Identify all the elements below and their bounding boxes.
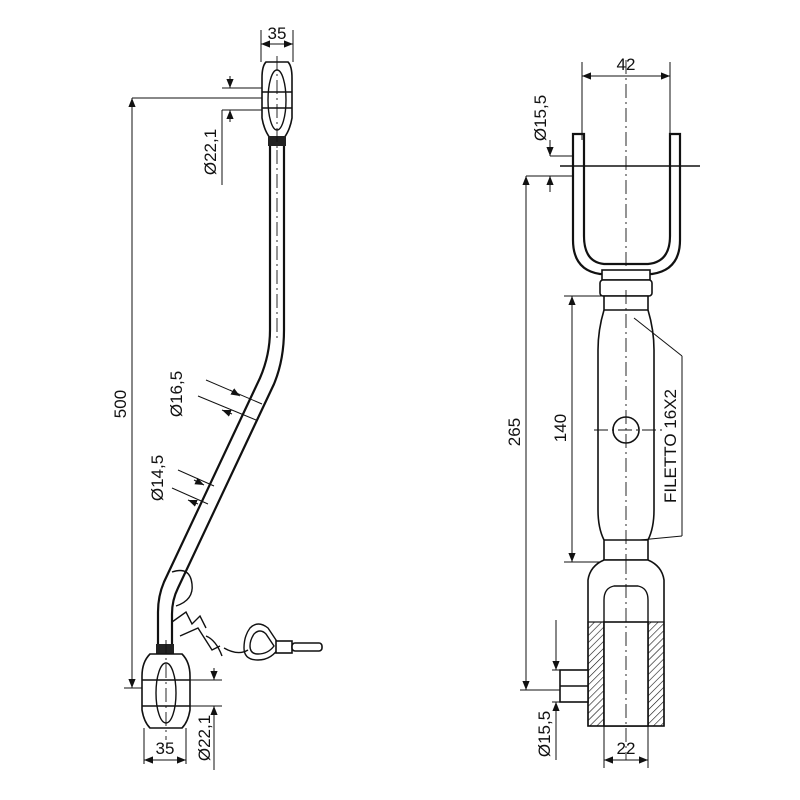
turnbuckle-body bbox=[594, 269, 666, 570]
overall-length-label: 500 bbox=[111, 390, 130, 418]
thread-note-label: FILETTO 16X2 bbox=[661, 389, 680, 503]
top-pin-diameter-dimension: Ø15,5 bbox=[526, 95, 573, 192]
bottom-ball-joint bbox=[141, 640, 191, 740]
top-eye-diameter-label: Ø22,1 bbox=[201, 129, 220, 175]
bottom-pin-diameter-label: Ø15,5 bbox=[535, 711, 554, 757]
overall-length-dimension: 500 bbox=[111, 98, 150, 689]
bottom-width-dimension: 35 bbox=[143, 728, 187, 764]
thread-note-leader: FILETTO 16X2 bbox=[633, 317, 683, 541]
top-eye-diameter-dimension: Ø22,1 bbox=[132, 76, 262, 185]
lower-rod-diameter-label: Ø14,5 bbox=[148, 455, 167, 501]
top-pin-diameter-label: Ø15,5 bbox=[531, 95, 550, 141]
bottom-eye-diameter-dimension: Ø22,1 bbox=[190, 668, 222, 770]
safety-pin-assembly bbox=[171, 569, 323, 661]
lower-rod-diameter-dimension: Ø14,5 bbox=[148, 455, 215, 507]
sleeve-length-dimension: 140 bbox=[551, 295, 604, 563]
bottom-eye-diameter-label: Ø22,1 bbox=[195, 715, 214, 761]
top-ball-joint bbox=[261, 56, 293, 150]
bottom-pin-diameter-dimension: Ø15,5 bbox=[535, 620, 562, 760]
right-view-turnbuckle: 42 Ø15,5 bbox=[505, 55, 700, 768]
top-width-label: 35 bbox=[268, 24, 287, 43]
sleeve-length-label: 140 bbox=[551, 414, 570, 442]
top-fork bbox=[560, 60, 700, 290]
left-view-stabilizer-rod: 35 Ø22,1 bbox=[111, 24, 323, 770]
bottom-fork-width-label: 22 bbox=[617, 739, 636, 758]
bottom-width-label: 35 bbox=[156, 739, 175, 758]
bottom-fork-width-dimension: 22 bbox=[603, 726, 649, 768]
overall-length-right-label: 265 bbox=[505, 418, 524, 446]
upper-rod-diameter-label: Ø16,5 bbox=[167, 371, 186, 417]
top-width-dimension: 35 bbox=[260, 24, 294, 62]
upper-rod-diameter-dimension: Ø16,5 bbox=[167, 371, 263, 421]
bent-rod bbox=[156, 146, 286, 650]
bottom-fork bbox=[559, 559, 665, 760]
